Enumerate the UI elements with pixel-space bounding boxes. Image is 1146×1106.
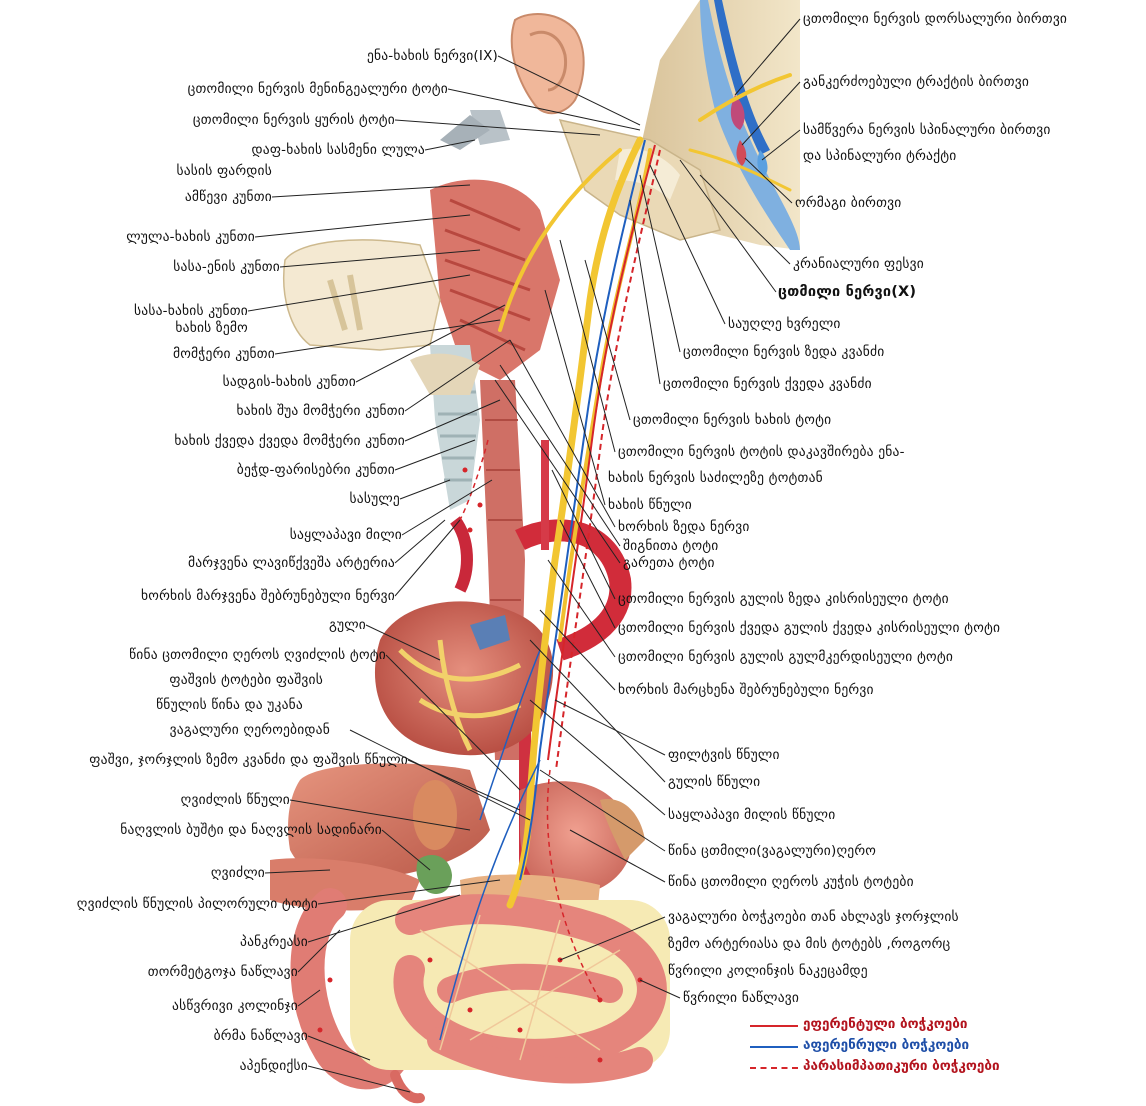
label-inferior-cervical-cardiac: ცთომილი ნერვის ქვედა გულის ქვედა კისრისე… bbox=[618, 620, 1000, 636]
label-esophageal-plexus: საყლაპავი მილის წნული bbox=[668, 807, 835, 823]
label-cardiac-plexus: გულის წნული bbox=[668, 774, 760, 790]
label-cecum: ბრმა ნაწლავი bbox=[214, 1028, 308, 1044]
label-jugular-foramen: საუღლე ხვრელი bbox=[728, 316, 841, 332]
label-carotid-branch: ხახის ნერვის საძილეზე ტოტთან bbox=[608, 470, 823, 486]
label-celiac-ganglion-plexus: ფაშვი, ჯორჯლის ზემო კვანძი და ფაშვის წნუ… bbox=[89, 752, 408, 768]
label-pancreas: პანკრეასი bbox=[240, 934, 308, 950]
legend-efferent-line bbox=[750, 1025, 798, 1027]
label-from-vagal-trunks: ვაგალური ღეროებიდან bbox=[170, 722, 330, 738]
label-pharyngeal-branch: ცთომილი ნერვის ხახის ტოტი bbox=[633, 412, 831, 428]
label-nucleus-ambiguus: ორმაგი ბირთვი bbox=[795, 195, 901, 211]
label-meningeal-branch: ცთომილი ნერვის მენინგეალური ტოტი bbox=[188, 81, 448, 97]
label-gastric-branches: წინა ცთომილი ღეროს კუჭის ტოტები bbox=[668, 874, 914, 890]
label-hepatic-plexus: ღვიძლის წნული bbox=[181, 792, 290, 808]
pharynx-muscles bbox=[430, 110, 560, 380]
legend-afferent-line bbox=[750, 1046, 798, 1048]
legend-afferent-label: აფერენრული ბოჭკოები bbox=[803, 1037, 969, 1053]
label-constrictor-muscle: მომჭერი კუნთი bbox=[173, 346, 275, 362]
legend-parasympathetic-label: პარასიმპათიკური ბოჭკოები bbox=[803, 1058, 1000, 1074]
label-dorsal-nucleus: ცთომილი ნერვის დორსალური ბირთვი bbox=[803, 11, 1067, 27]
label-duodenum: თორმეტგოჯა ნაწლავი bbox=[148, 964, 298, 980]
label-gallbladder-duct: ნაღვლის ბუშტი და ნაღვლის სადინარი bbox=[120, 822, 382, 838]
label-levator-muscle: ამწევი კუნთი bbox=[185, 189, 272, 205]
label-right-subclavian-artery: მარჯვენა ლავიწქვეშა არტერია bbox=[188, 555, 395, 571]
ear bbox=[512, 14, 584, 113]
label-stylopharyngeus: სადგის-ხახის კუნთი bbox=[223, 374, 356, 390]
label-soft-palate: სასის ფარდის bbox=[176, 163, 272, 179]
label-plexus-anterior-posterior: წნულის წინა და უკანა bbox=[156, 697, 303, 713]
label-salpingopharyngeus: ლულა-ხახის კუნთი bbox=[126, 229, 255, 245]
legend-efferent-label: ეფერენტული ბოჭკოები bbox=[803, 1016, 967, 1032]
heart bbox=[375, 601, 553, 755]
label-pulmonary-plexus: ფილტვის წნული bbox=[668, 747, 780, 763]
label-anterior-vagal-trunk: წინა ცთმილი(ვაგალური)ღერო bbox=[668, 843, 876, 859]
label-middle-constrictor: ხახის შუა მომჭერი კუნთი bbox=[237, 403, 406, 419]
label-celiac-branches: ფაშვის ტოტები ფაშვის bbox=[169, 672, 323, 688]
label-hepatic-branch: წინა ცთომილი ღეროს ღვიძლის ტოტი bbox=[129, 647, 386, 663]
label-thoracic-cardiac: ცთომილი ნერვის გულის გულმკერდისეული ტოტი bbox=[618, 649, 953, 665]
intestines bbox=[308, 900, 671, 1098]
label-spinal-trigeminal-nucleus: სამწვერა ნერვის სპინალური ბირთვი bbox=[803, 122, 1051, 138]
label-solitary-tract-nucleus: განკერძოებული ტრაქტის ბირთვი bbox=[803, 74, 1029, 90]
label-glossopharyngeal-nerve: ენა-ხახის ნერვი(IX) bbox=[367, 48, 498, 64]
label-palatoglossus: სასა-ენის კუნთი bbox=[173, 259, 280, 275]
label-liver: ღვიძლი bbox=[211, 865, 265, 881]
mandible bbox=[284, 240, 440, 350]
label-heart: გული bbox=[329, 617, 366, 633]
label-external-branch: გარეთა ტოტი bbox=[623, 555, 715, 571]
larynx-trachea bbox=[410, 345, 480, 510]
label-connection-glossopharyngeal: ცთომილი ნერვის ტოტის დაკავშირება ენა- bbox=[618, 444, 905, 460]
label-cranial-root: კრანიალური ფესვი bbox=[793, 256, 924, 272]
label-inferior-constrictor: ხახის ქვედა ქვედა მომჭერი კუნთი bbox=[174, 433, 405, 449]
label-ascending-colon: ასწვრივი კოლინჯი bbox=[172, 998, 298, 1014]
legend-parasympathetic-line bbox=[750, 1067, 798, 1069]
label-inferior-ganglion: ცთომილი ნერვის ქვედა კვანძი bbox=[663, 376, 872, 392]
label-appendix: აპენდიქსი bbox=[240, 1058, 308, 1074]
label-vagal-fibers-2: ზემო არტერიასა და მის ტოტებს ,როგორც bbox=[668, 936, 950, 952]
label-trachea: სასულე bbox=[350, 491, 400, 507]
label-superior-laryngeal-nerve: ხორხის ზედა ნერვი bbox=[618, 519, 750, 535]
label-palatopharyngeus: სასა-ხახის კუნთი bbox=[134, 303, 248, 319]
label-esophagus: საყლაპავი მილი bbox=[290, 527, 402, 543]
label-left-recurrent-laryngeal: ხორხის მარცხენა შებრუნებული ნერვი bbox=[618, 682, 874, 698]
label-pharyngeal-plexus: ხახის წნული bbox=[608, 497, 692, 513]
label-cricothyroid: ბეჭდ-ფარისებრი კუნთი bbox=[237, 462, 395, 478]
label-internal-branch: შიგნითა ტოტი bbox=[623, 538, 718, 554]
label-vagal-fibers-1: ვაგალური ბოჭკოები თან ახლავს ჯორჯლის bbox=[668, 909, 959, 925]
label-small-intestine: წვრილი ნაწლავი bbox=[683, 990, 799, 1006]
label-superior-ganglion: ცთომილი ნერვის ზედა კვანძი bbox=[683, 344, 885, 360]
label-right-recurrent-laryngeal: ხორხის მარჯვენა შებრუნებული ნერვი bbox=[141, 588, 395, 604]
label-auricular-branch: ცთომილი ნერვის ყურის ტოტი bbox=[193, 112, 395, 128]
label-vagal-fibers-3: წვრილი კოლინჯის ნაკეცამდე bbox=[668, 963, 868, 979]
label-auditory-tube: დაფ-ხახის სასმენი ლულა bbox=[252, 142, 425, 158]
label-superior-cervical-cardiac: ცთომილი ნერვის გულის ზედა კისრისეული ტოტ… bbox=[618, 591, 949, 607]
label-vagus-nerve: ცთმილი ნერვი(X) bbox=[778, 284, 916, 300]
label-pyloric-branch: ღვიძლის წნულის პილორული ტოტი bbox=[77, 896, 318, 912]
label-pharynx-superior: ხახის ზემო bbox=[175, 320, 248, 336]
label-spinal-tract: და სპინალური ტრაქტი bbox=[803, 148, 956, 164]
